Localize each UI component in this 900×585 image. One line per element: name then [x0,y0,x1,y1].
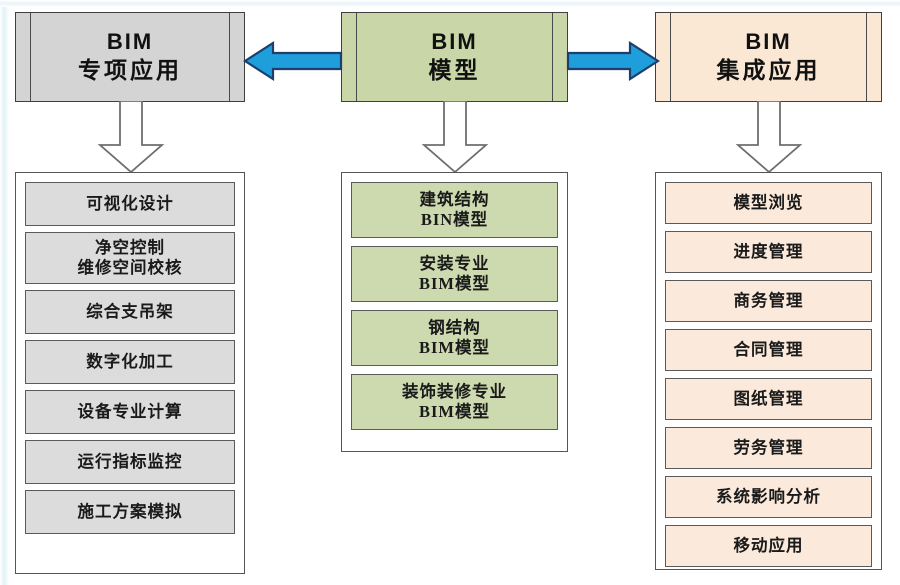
page-edge-strip-top [0,0,900,7]
header-label-line2: 专项应用 [78,57,182,84]
list-item[interactable]: 施工方案模拟 [25,490,235,534]
list-item[interactable]: 模型浏览 [665,182,872,224]
arrow-down-icon-integrated [735,101,803,173]
item-line: 综合支吊架 [86,301,174,321]
item-line: 装饰装修专业 [402,381,507,401]
header-label-line2: 集成应用 [716,57,821,84]
item-list-integrated-application: 模型浏览 进度管理 商务管理 合同管理 图纸管理 劳务管理 系统影响分析 移动 [665,182,872,574]
item-line: 图纸管理 [733,388,804,408]
list-item[interactable]: 装饰装修专业 BIM模型 [351,374,558,430]
process-side-rule-right [552,13,553,101]
list-item[interactable]: 数字化加工 [25,340,235,384]
process-side-rule-right [866,13,867,101]
arrow-down-icon-model [421,101,489,173]
list-item[interactable]: 合同管理 [665,329,872,371]
arrow-right-icon [566,40,660,82]
item-line: 钢结构 [428,317,481,337]
list-item[interactable]: 系统影响分析 [665,476,872,518]
list-item[interactable]: 运行指标监控 [25,440,235,484]
item-line: 运行指标监控 [77,451,183,471]
item-line: BIN模型 [420,210,489,229]
item-line: 设备专业计算 [77,401,183,421]
process-side-rule-right [229,13,230,101]
list-item[interactable]: 钢结构 BIM模型 [351,310,558,366]
item-line: 进度管理 [733,241,804,261]
item-line: 可视化设计 [86,193,174,213]
column-bim-model: 建筑结构 BIN模型 安装专业 BIM模型 钢结构 BIM模型 装饰装修专业 B… [341,172,568,452]
list-item[interactable]: 可视化设计 [25,182,235,226]
item-line: 劳务管理 [733,437,804,457]
item-line: 施工方案模拟 [77,501,183,521]
list-item[interactable]: 建筑结构 BIN模型 [351,182,558,238]
header-label-line1: BIM [745,29,792,55]
item-line: 维修空间校核 [77,258,183,277]
item-line: 商务管理 [733,290,804,310]
list-item[interactable]: 移动应用 [665,525,872,567]
list-item[interactable]: 安装专业 BIM模型 [351,246,558,302]
process-side-rule-left [670,13,671,101]
item-line: 数字化加工 [86,351,174,371]
item-line: 合同管理 [733,339,804,359]
column-special-application: 可视化设计 净空控制 维修空间校核 综合支吊架 数字化加工 设备专业计算 运行指… [15,172,245,574]
header-label-line1: BIM [431,29,478,55]
list-item[interactable]: 图纸管理 [665,378,872,420]
header-box-integrated-application[interactable]: BIM 集成应用 [655,12,882,102]
item-line: BIM模型 [419,338,490,357]
item-line: 安装专业 [419,253,490,273]
page-edge-strip-left [0,0,9,585]
item-line: 系统影响分析 [716,486,821,506]
item-line: 移动应用 [733,535,804,555]
item-list-bim-model: 建筑结构 BIN模型 安装专业 BIM模型 钢结构 BIM模型 装饰装修专业 B… [351,182,558,438]
item-line: BIM模型 [419,402,490,421]
process-side-rule-left [30,13,31,101]
header-box-bim-model[interactable]: BIM 模型 [341,12,568,102]
item-line: 建筑结构 [419,189,490,209]
item-line: 模型浏览 [733,192,804,212]
process-side-rule-left [356,13,357,101]
arrow-left-icon [243,40,343,82]
header-box-special-application[interactable]: BIM 专项应用 [15,12,245,102]
item-line: BIM模型 [419,274,490,293]
list-item[interactable]: 综合支吊架 [25,290,235,334]
column-integrated-application: 模型浏览 进度管理 商务管理 合同管理 图纸管理 劳务管理 系统影响分析 移动 [655,172,882,570]
list-item[interactable]: 商务管理 [665,280,872,322]
list-item[interactable]: 劳务管理 [665,427,872,469]
arrow-down-icon-special [97,101,165,173]
list-item[interactable]: 净空控制 维修空间校核 [25,232,235,284]
list-item[interactable]: 设备专业计算 [25,390,235,434]
header-label-line2: 模型 [428,57,481,84]
list-item[interactable]: 进度管理 [665,231,872,273]
item-list-special-application: 可视化设计 净空控制 维修空间校核 综合支吊架 数字化加工 设备专业计算 运行指… [25,182,235,540]
item-line: 净空控制 [95,237,165,257]
header-label-line1: BIM [106,29,154,55]
